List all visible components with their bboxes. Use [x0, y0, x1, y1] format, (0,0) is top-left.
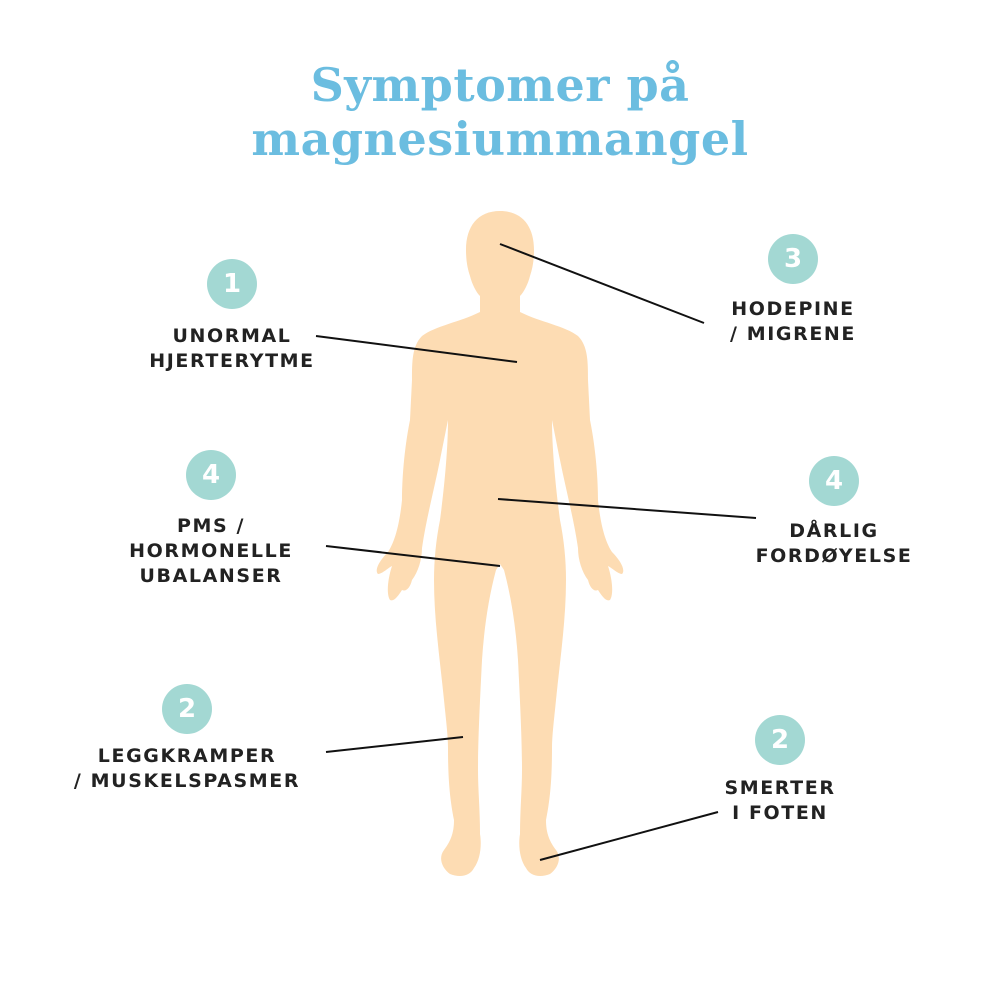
label-line: FORDØYELSE — [755, 545, 913, 567]
label-line: HJERTERYTME — [149, 350, 315, 372]
leader-line-headache — [499, 243, 705, 324]
symptom-label-foot-pain: SMERTER I FOTEN — [724, 776, 835, 826]
label-line: / MUSKELSPASMER — [73, 770, 301, 792]
symptom-label-headache: HODEPINE / MIGRENE — [730, 297, 856, 347]
number-badge-headache: 3 — [768, 234, 818, 284]
leader-line-foot-pain — [539, 811, 719, 861]
label-line: PMS / — [176, 515, 246, 537]
label-line: UBALANSER — [139, 565, 283, 587]
title-line-1: Symptomer på — [310, 58, 690, 112]
leader-line-cramps — [325, 736, 464, 753]
label-line: SMERTER — [724, 777, 836, 799]
number-badge-heart: 1 — [207, 259, 257, 309]
number-badge-foot-pain: 2 — [755, 715, 805, 765]
number-badge-cramps: 2 — [162, 684, 212, 734]
title-line-2: magnesiummangel — [251, 112, 749, 166]
symptom-label-digestion: DÅRLIG FORDØYELSE — [756, 519, 913, 569]
leader-line-heart — [315, 335, 518, 363]
label-line: DÅRLIG — [789, 520, 879, 542]
symptom-label-heart: UNORMAL HJERTERYTME — [149, 324, 314, 374]
symptom-label-pms: PMS / HORMONELLE UBALANSER — [129, 514, 293, 589]
page-title: Symptomer på magnesiummangel — [0, 58, 1000, 166]
leader-line-digestion — [497, 498, 757, 519]
leader-lines — [315, 243, 757, 861]
label-line: / MIGRENE — [729, 323, 857, 345]
label-line: HORMONELLE — [129, 540, 293, 562]
number-badge-digestion: 4 — [809, 456, 859, 506]
label-line: LEGGKRAMPER — [97, 745, 277, 767]
human-body-silhouette — [376, 211, 624, 876]
label-line: I FOTEN — [732, 802, 828, 824]
label-line: HODEPINE — [731, 298, 855, 320]
symptom-label-cramps: LEGGKRAMPER / MUSKELSPASMER — [74, 744, 300, 794]
number-badge-pms: 4 — [186, 450, 236, 500]
label-line: UNORMAL — [172, 325, 292, 347]
leader-line-pms — [325, 545, 501, 567]
